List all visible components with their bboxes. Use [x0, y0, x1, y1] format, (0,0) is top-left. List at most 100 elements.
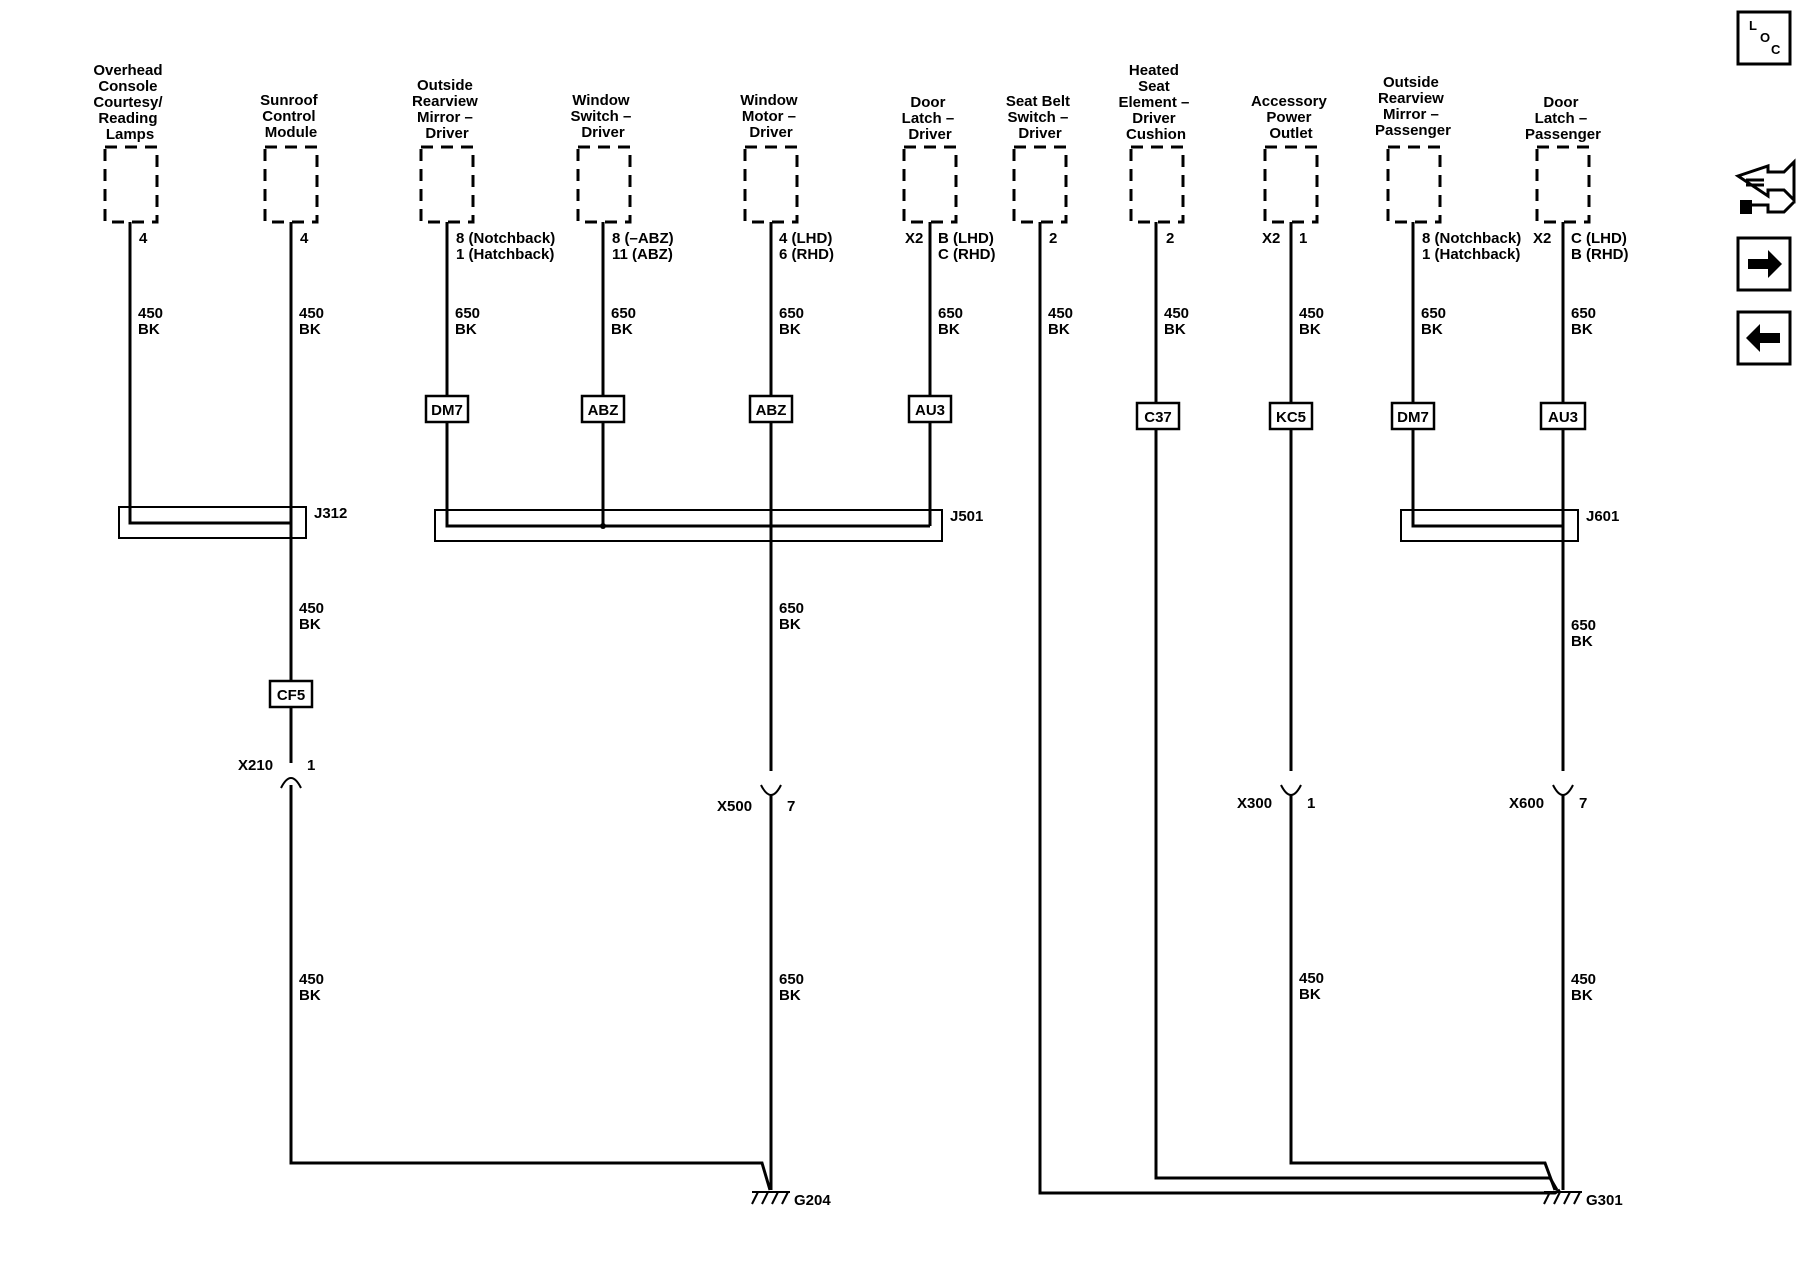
pin-label: 1 (Hatchback)	[456, 246, 554, 263]
svg-text:AU3: AU3	[915, 402, 945, 419]
component-name: Heated Seat Element – Driver Cushion	[1118, 62, 1193, 143]
pin-label: 1 (Hatchback)	[1422, 246, 1520, 263]
component-box	[1012, 145, 1068, 224]
next-page-button[interactable]	[1736, 236, 1792, 292]
connector-harness-button[interactable]	[1734, 158, 1796, 214]
component-outside-mirror-driver: Outside Rearview Mirror – Driver 8 (Notc…	[412, 77, 555, 263]
component-name: Overhead Console Courtesy/ Reading Lamps	[93, 62, 166, 143]
svg-text:1: 1	[1307, 795, 1315, 812]
previous-page-button[interactable]	[1736, 310, 1792, 366]
svg-text:X300: X300	[1237, 795, 1272, 812]
splice-label-j312: J312	[314, 505, 347, 522]
component-door-latch-driver: Door Latch – Driver X2 B (LHD) C (RHD)	[902, 94, 996, 263]
splice-label-j501: J501	[950, 508, 983, 525]
component-name: Door Latch – Passenger	[1525, 94, 1601, 143]
component-box	[743, 145, 799, 224]
pin-label: 4	[300, 230, 309, 247]
location-view-button[interactable]: L O C	[1736, 10, 1792, 66]
component-box	[1263, 145, 1319, 224]
component-name: Outside Rearview Mirror – Passenger	[1375, 74, 1451, 139]
splice-dot	[600, 523, 606, 529]
component-window-switch-driver: Window Switch – Driver 8 (–ABZ) 11 (ABZ)	[570, 92, 673, 263]
component-name: Seat Belt Switch – Driver	[1006, 93, 1074, 142]
svg-text:CF5: CF5	[277, 687, 305, 704]
component-accessory-power-outlet: Accessory Power Outlet X2 1	[1251, 93, 1328, 247]
component-box	[1386, 145, 1442, 224]
splice-label-j601: J601	[1586, 508, 1619, 525]
svg-text:X600: X600	[1509, 795, 1544, 812]
connector-harness-icon	[1734, 158, 1796, 214]
svg-text:7: 7	[787, 798, 795, 815]
inline-connector-x500: X500 7	[717, 784, 795, 815]
component-window-motor-driver: Window Motor – Driver 4 (LHD) 6 (RHD)	[740, 92, 834, 263]
ground-label: G301	[1586, 1192, 1623, 1209]
ground-symbol-g204: G204	[751, 1191, 831, 1209]
loc-letter-o: O	[1760, 30, 1770, 45]
svg-text:X210: X210	[238, 757, 273, 774]
option-box-au3-passenger: AU3	[1539, 401, 1587, 431]
pin-label: C (RHD)	[938, 246, 996, 263]
component-box	[103, 145, 159, 224]
ground-label: G204	[794, 1192, 831, 1209]
option-box-abz-motor: ABZ	[748, 394, 794, 424]
component-seat-belt-switch-driver: Seat Belt Switch – Driver 2	[1006, 93, 1074, 247]
component-box	[1535, 145, 1591, 224]
connector-label: X2	[1533, 230, 1551, 247]
pin-label: 8 (Notchback)	[456, 230, 555, 247]
option-box-dm7-driver: DM7	[424, 394, 470, 424]
component-overhead-console-lamps: Overhead Console Courtesy/ Reading Lamps…	[93, 62, 166, 247]
svg-text:ABZ: ABZ	[588, 402, 619, 419]
splice-pack-j501	[434, 509, 943, 542]
svg-text:DM7: DM7	[1397, 409, 1429, 426]
svg-text:DM7: DM7	[431, 402, 463, 419]
component-name: Door Latch – Driver	[902, 94, 959, 143]
pin-label: 6 (RHD)	[779, 246, 834, 263]
pin-label: C (LHD)	[1571, 230, 1627, 247]
pin-label: 8 (Notchback)	[1422, 230, 1521, 247]
wire-x210-to-g204	[289, 785, 772, 1191]
wire-mirror-passenger	[1411, 222, 1563, 528]
pin-label: 1	[1299, 230, 1307, 247]
pin-label: 2	[1166, 230, 1174, 247]
component-heated-seat-driver-cushion: Heated Seat Element – Driver Cushion 2	[1118, 62, 1193, 247]
inline-connector-x300: X300 1	[1237, 784, 1315, 812]
component-sunroof-control-module: Sunroof Control Module 4	[260, 92, 322, 247]
component-name: Sunroof Control Module	[260, 92, 322, 141]
option-box-dm7-passenger: DM7	[1390, 401, 1436, 431]
component-outside-mirror-passenger: Outside Rearview Mirror – Passenger 8 (N…	[1375, 74, 1521, 263]
pin-label: 8 (–ABZ)	[612, 230, 674, 247]
option-box-kc5: KC5	[1268, 401, 1314, 431]
pin-label: 4 (LHD)	[779, 230, 832, 247]
wire-seat-belt-switch	[1038, 222, 1561, 1195]
component-box	[576, 145, 632, 224]
wire-heated-seat	[1154, 222, 1559, 1191]
component-box	[263, 145, 319, 224]
inline-connector-x210: X210 1	[238, 757, 315, 789]
option-box-abz-switch: ABZ	[580, 394, 626, 424]
svg-text:7: 7	[1579, 795, 1587, 812]
option-box-c37: C37	[1135, 401, 1181, 431]
component-door-latch-passenger: Door Latch – Passenger X2 C (LHD) B (RHD…	[1525, 94, 1628, 263]
inline-connector-x600: X600 7	[1509, 784, 1587, 812]
arrow-right-icon	[1748, 250, 1782, 278]
wire-overhead-lamps	[128, 222, 291, 525]
component-name: Window Motor – Driver	[740, 92, 802, 141]
connector-label: X2	[1262, 230, 1280, 247]
splice-pack-j312	[118, 506, 307, 539]
